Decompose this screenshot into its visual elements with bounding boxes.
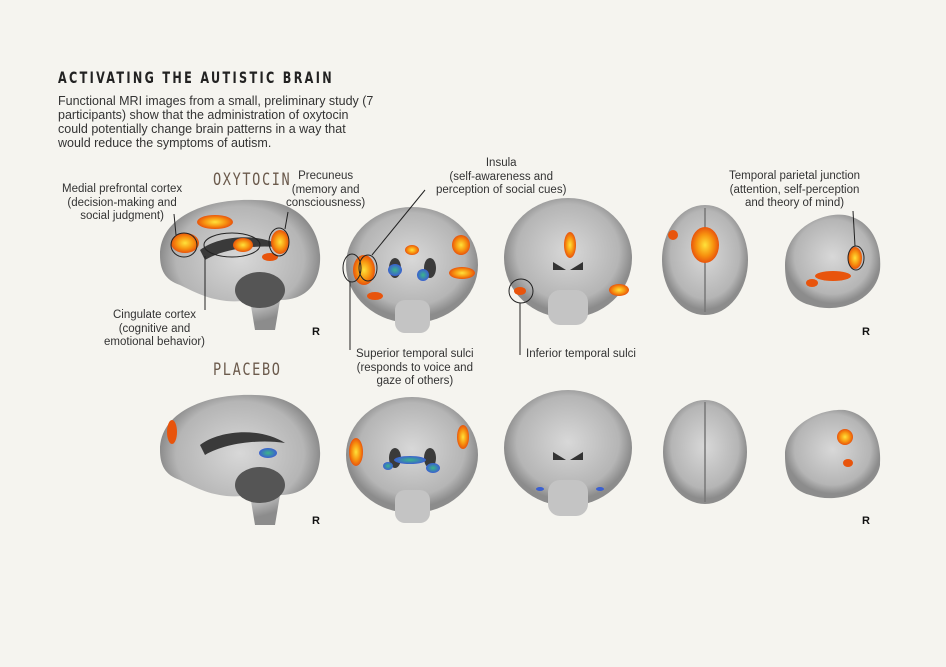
oxytocin-lateral-scan <box>785 214 881 309</box>
annotation-superior-temporal-sulci: Superior temporal sulci (responds to voi… <box>356 348 474 387</box>
placebo-coronal-scan-1 <box>346 397 478 523</box>
placebo-label: PLACEBO <box>213 360 282 380</box>
oxytocin-sagittal-scan <box>160 199 321 330</box>
right-marker-oxytocin-lateral: R <box>862 326 870 338</box>
annotation-inferior-temporal-sulci: Inferior temporal sulci <box>526 348 636 360</box>
oxytocin-coronal-scan-2 <box>504 198 632 325</box>
annotation-insula: Insula (self-awareness and perception of… <box>436 157 567 196</box>
placebo-coronal-scan-2 <box>504 390 632 516</box>
placebo-axial-scan <box>663 400 747 504</box>
annotation-medial-prefrontal: Medial prefrontal cortex (decision-makin… <box>62 183 183 222</box>
oxytocin-coronal-scan-1 <box>346 207 478 333</box>
right-marker-oxytocin-sagittal: R <box>312 326 320 338</box>
right-marker-placebo-sagittal: R <box>312 515 320 527</box>
annotation-temporal-parietal-junction: Temporal parietal junction (attention, s… <box>729 170 861 209</box>
right-marker-placebo-lateral: R <box>862 515 870 527</box>
oxytocin-axial-scan <box>662 205 748 315</box>
page-title: ACTIVATING THE AUTISTIC BRAIN <box>58 68 334 87</box>
placebo-lateral-scan <box>785 409 881 499</box>
annotation-markers <box>170 189 865 355</box>
annotation-cingulate-cortex: Cingulate cortex (cognitive and emotiona… <box>104 309 206 348</box>
oxytocin-label: OXYTOCIN <box>213 170 292 190</box>
intro-text: Functional MRI images from a small, prel… <box>58 94 374 150</box>
annotation-precuneus: Precuneus (memory and consciousness) <box>286 170 366 209</box>
placebo-sagittal-scan <box>160 394 321 525</box>
